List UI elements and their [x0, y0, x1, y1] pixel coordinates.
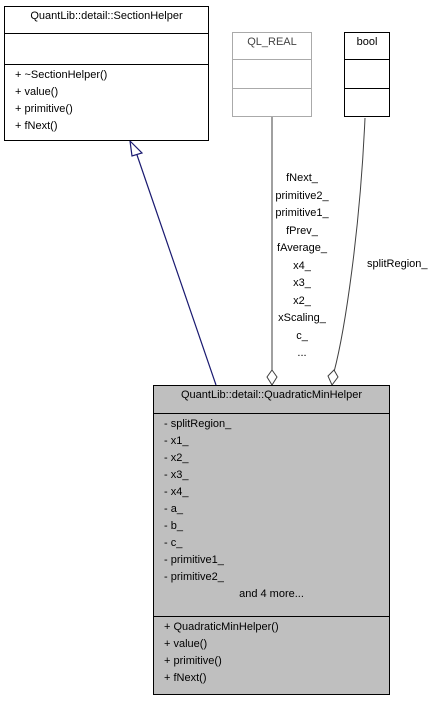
edge-label: x2_	[293, 294, 311, 307]
class-method: + primitive()	[164, 655, 222, 667]
section-helper-title: QuantLib::detail::SectionHelper	[30, 10, 183, 22]
section-helper-attributes	[5, 33, 208, 64]
bool-diamond	[327, 369, 339, 386]
ql-real-edge-labels: fNext_ primitive2_ primitive1_ fPrev_ fAvera…	[262, 170, 342, 363]
bool-section-1	[345, 59, 389, 88]
section-helper-method: + fNext()	[15, 120, 58, 132]
edge-label: xScaling_	[278, 312, 326, 324]
section-helper-methods: + ~SectionHelper() + value() + primitive()…	[5, 64, 208, 137]
class-method: + QuadraticMinHelper()	[164, 621, 279, 633]
class-attribute: - x1_	[164, 435, 189, 447]
quadratic-min-helper-class[interactable]: QuantLib::detail::QuadraticMinHelper - s…	[153, 385, 390, 695]
class-attribute: - x2_	[164, 452, 189, 464]
edge-label: fNext_	[286, 172, 318, 184]
class-attribute: - x3_	[164, 469, 189, 481]
bool-class[interactable]: bool	[344, 32, 390, 117]
section-helper-method: + primitive()	[15, 103, 73, 115]
inheritance-edge	[136, 154, 217, 386]
quadratic-min-helper-title: QuantLib::detail::QuadraticMinHelper	[181, 389, 362, 401]
edge-label: ...	[297, 347, 307, 359]
class-attribute: - primitive1_	[164, 554, 224, 566]
bool-edge-label: splitRegion_	[367, 258, 428, 270]
ql-real-section-1	[233, 59, 311, 88]
class-attribute: - x4_	[164, 486, 189, 498]
edge-label: x3_	[293, 277, 311, 289]
edge-label: c_	[296, 329, 308, 342]
ql-real-title: QL_REAL	[247, 36, 297, 48]
edge-label: primitive2_	[275, 189, 329, 202]
section-helper-method: + ~SectionHelper()	[15, 69, 108, 81]
quadratic-min-helper-methods: + QuadraticMinHelper() + value() + primiti…	[154, 616, 389, 689]
section-helper-method: + value()	[15, 86, 59, 98]
class-method: + fNext()	[164, 672, 207, 684]
class-attribute: - splitRegion_	[164, 418, 232, 430]
bool-usage-edge	[333, 117, 366, 373]
class-attribute: - primitive2_	[164, 571, 224, 583]
ql-real-class[interactable]: QL_REAL	[232, 32, 312, 117]
quadratic-min-helper-attributes: - splitRegion_ - x1_ - x2_ - x3_ - x4_ - a_ - …	[154, 413, 389, 616]
bool-section-2	[345, 88, 389, 116]
class-method: + value()	[164, 638, 208, 650]
edge-label: fAverage_	[277, 242, 327, 254]
more-attributes-label: and 4 more...	[239, 588, 304, 600]
bool-title: bool	[356, 36, 378, 48]
class-attribute: - b_	[164, 520, 183, 532]
class-attribute: - c_	[164, 537, 183, 549]
edge-label: x4_	[293, 259, 311, 272]
edge-label: fPrev_	[286, 224, 318, 237]
class-attribute: - a_	[164, 503, 183, 515]
inheritance-arrowhead	[129, 139, 144, 157]
section-helper-class[interactable]: QuantLib::detail::SectionHelper + ~Secti…	[4, 6, 209, 141]
edge-label: primitive1_	[275, 207, 329, 219]
ql-real-section-2	[233, 88, 311, 116]
ql-real-diamond	[266, 369, 278, 386]
